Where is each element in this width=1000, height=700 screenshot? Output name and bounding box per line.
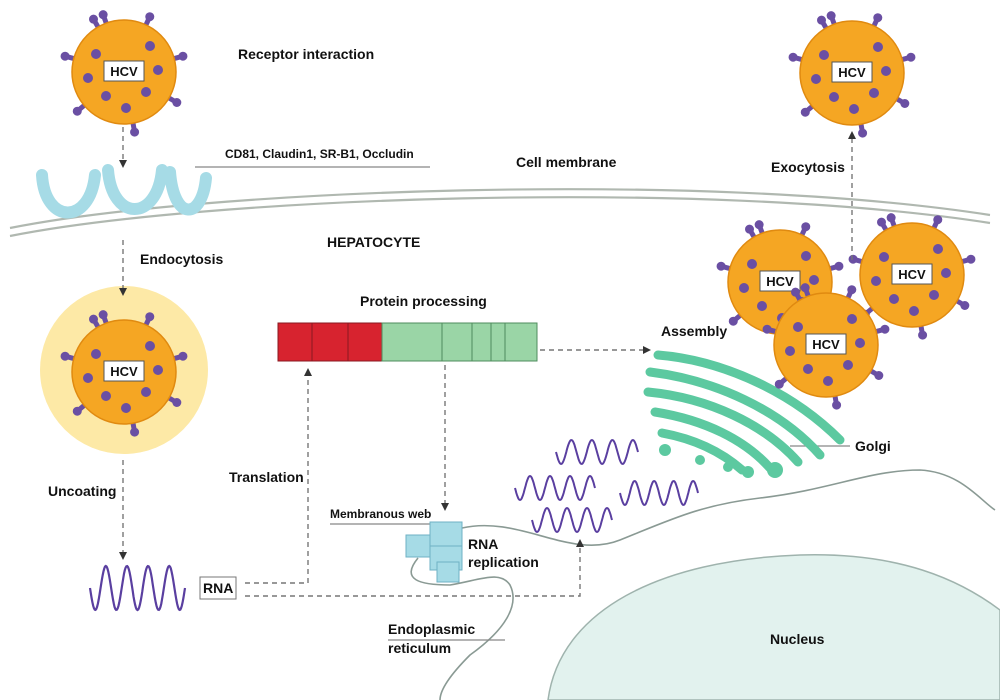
cell-membrane-label: Cell membrane — [516, 154, 617, 170]
vesicle-3 — [164, 166, 212, 216]
rna-label: RNA — [203, 580, 233, 596]
rna-strand-genome — [88, 564, 187, 612]
translation-label: Translation — [229, 469, 304, 485]
polyprotein — [277, 322, 538, 362]
rna-strand-4 — [531, 507, 613, 533]
hcv-label: HCV — [766, 274, 794, 289]
receptor-interaction-label: Receptor interaction — [238, 46, 374, 62]
protein-processing-label: Protein processing — [360, 293, 487, 309]
polyprotein-nonstructural-segment — [441, 322, 473, 362]
cell-membrane — [9, 188, 991, 238]
nucleus — [547, 554, 1000, 700]
polyprotein-structural-segment — [311, 322, 349, 362]
nucleus-label: Nucleus — [770, 631, 825, 647]
polyprotein-nonstructural-segment — [381, 322, 443, 362]
golgi-label: Golgi — [855, 438, 891, 454]
hcv-label: HCV — [812, 337, 840, 352]
golgi-apparatus — [643, 350, 845, 478]
virion-uncoating: HCV — [60, 310, 188, 437]
assembly-label: Assembly — [661, 323, 727, 339]
virions: HCV HCV HCV HCV HCV HCV — [60, 10, 976, 437]
polyprotein-nonstructural-segment — [504, 322, 538, 362]
hcv-label: HCV — [898, 267, 926, 282]
arrow-translation — [245, 372, 309, 584]
hcv-label: HCV — [110, 64, 138, 79]
virion-exocytosis: HCV — [788, 11, 916, 138]
rna-strand-2 — [514, 475, 596, 501]
er-label-line1: Endoplasmic — [388, 621, 475, 637]
exocytosis-label: Exocytosis — [771, 159, 845, 175]
polyprotein-nonstructural-segment — [471, 322, 492, 362]
hcv-label: HCV — [838, 65, 866, 80]
hepatocyte-label: HEPATOCYTE — [327, 234, 420, 250]
receptor-vesicles — [36, 164, 212, 219]
endocytosis-label: Endocytosis — [140, 251, 223, 267]
membranous-web-label: Membranous web — [330, 507, 431, 521]
rna-strands — [88, 439, 699, 612]
rna-replication-label-line2: replication — [468, 554, 539, 570]
polyprotein-nonstructural-segment — [490, 322, 506, 362]
er-label-line2: reticulum — [388, 640, 451, 656]
endoplasmic-reticulum — [410, 469, 996, 700]
rna-strand-1 — [555, 439, 639, 465]
rna-label-box — [199, 576, 237, 600]
polyprotein-structural-segment — [347, 322, 383, 362]
replication-complex — [405, 521, 463, 583]
uncoating-label: Uncoating — [48, 483, 116, 499]
rna-replication-label-line1: RNA — [468, 536, 498, 552]
rna-strand-3 — [619, 480, 699, 506]
hcv-label: HCV — [110, 364, 138, 379]
arrow-rna-replication — [245, 543, 581, 597]
virion-assembly-3: HCV — [762, 283, 890, 410]
polyprotein-structural-segment — [277, 322, 313, 362]
virion-receptor: HCV — [60, 10, 188, 137]
receptors-label: CD81, Claudin1, SR-B1, Occludin — [225, 147, 414, 161]
vesicle-2 — [102, 164, 168, 215]
virion-assembly-2: HCV — [848, 213, 976, 340]
vesicle-1 — [36, 169, 101, 219]
